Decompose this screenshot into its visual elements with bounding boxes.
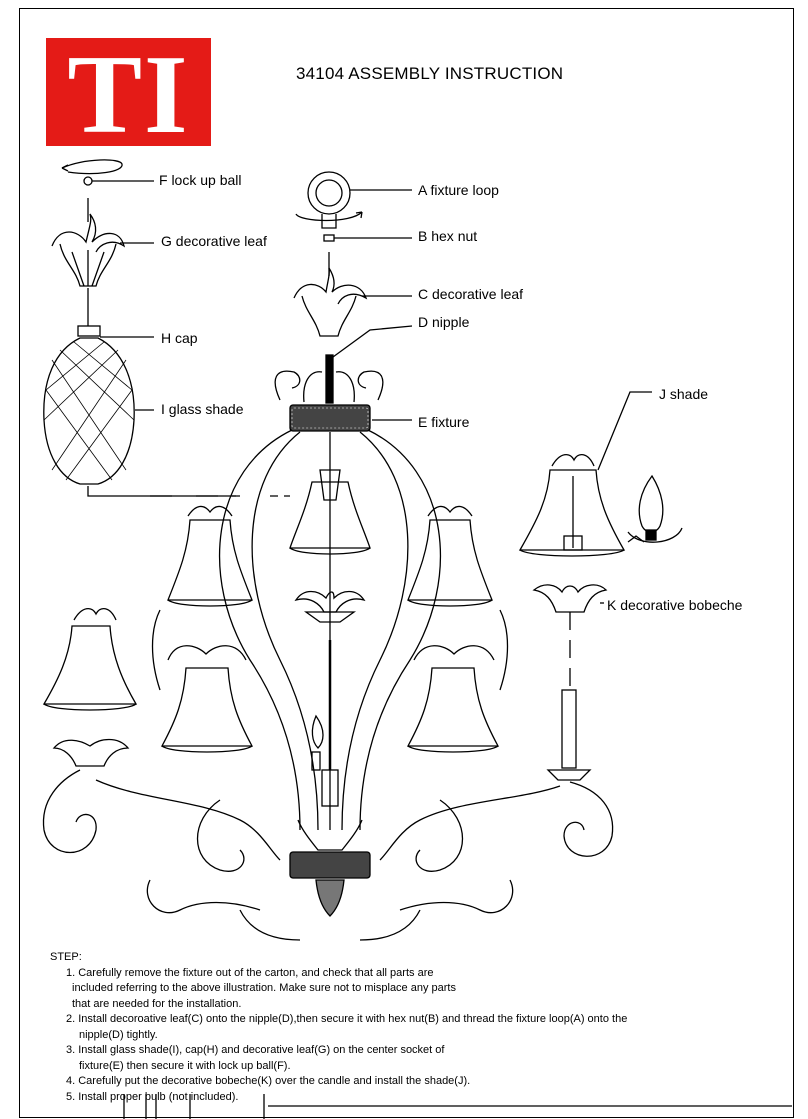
lock-up-ball-part bbox=[61, 159, 154, 186]
center-decorative-leaf bbox=[294, 590, 366, 623]
step-line: 4. Carefully put the decorative bobeche(… bbox=[66, 1075, 471, 1087]
brand-logo: TI bbox=[46, 38, 211, 151]
label-i-glass-shade: I glass shade bbox=[161, 401, 244, 417]
center-candle bbox=[311, 640, 339, 807]
left-lower-shade bbox=[160, 645, 254, 753]
label-d-nipple: D nipple bbox=[418, 314, 470, 330]
chandelier-frame-curves bbox=[218, 429, 442, 831]
center-shade bbox=[289, 481, 371, 555]
label-e-fixture: E fixture bbox=[418, 414, 470, 430]
step-line: 3. Install glass shade(I), cap(H) and de… bbox=[66, 1044, 445, 1056]
step-line: that are needed for the installation. bbox=[72, 997, 242, 1010]
lower-body bbox=[289, 819, 371, 917]
fixture-loop-a-part bbox=[295, 171, 412, 229]
assembly-steps: STEP: 1. Carefully remove the fixture ou… bbox=[50, 950, 750, 1105]
nipple-d-part bbox=[274, 325, 413, 404]
left-upper-shade bbox=[151, 505, 253, 691]
bulb-part bbox=[627, 474, 683, 543]
step-line: included referring to the above illustra… bbox=[72, 982, 456, 994]
hex-nut-b-part bbox=[323, 234, 412, 242]
step-line: 5. Install proper bulb (not included). bbox=[66, 1090, 239, 1103]
label-k-decorative-bobeche: K decorative bobeche bbox=[607, 597, 743, 613]
lower-scrolls bbox=[146, 799, 514, 941]
step-line: fixture(E) then secure it with lock up b… bbox=[79, 1059, 291, 1072]
label-c-decorative-leaf: C decorative leaf bbox=[418, 286, 524, 302]
glass-shade-i-part bbox=[43, 288, 240, 497]
logo-text: TI bbox=[67, 33, 190, 157]
step-line: nipple(D) tightly. bbox=[79, 1028, 158, 1041]
decorative-leaf-g-part bbox=[51, 198, 154, 287]
right-upper-shade bbox=[407, 505, 509, 691]
right-candle-arm bbox=[379, 689, 614, 861]
label-b-hex-nut: B hex nut bbox=[418, 228, 478, 244]
page-title: 34104 ASSEMBLY INSTRUCTION bbox=[296, 64, 564, 83]
page-frame bbox=[19, 8, 794, 1118]
label-j-shade: J shade bbox=[659, 386, 709, 402]
fixture-e-band bbox=[289, 404, 412, 432]
label-a-fixture-loop: A fixture loop bbox=[418, 182, 499, 198]
step-line: 2. Install decoroative leaf(C) onto the … bbox=[66, 1013, 628, 1025]
label-f-lock-up-ball: F lock up ball bbox=[159, 172, 242, 188]
far-left-shade bbox=[42, 608, 281, 861]
decorative-leaf-c-part bbox=[293, 252, 412, 337]
label-g-decorative-leaf: G decorative leaf bbox=[161, 233, 267, 249]
label-h-cap: H cap bbox=[161, 330, 198, 346]
bobeche-k-part bbox=[532, 584, 608, 686]
step-line: 1. Carefully remove the fixture out of t… bbox=[66, 966, 434, 979]
bottom-marker-lines bbox=[123, 1094, 792, 1119]
shade-j-part bbox=[518, 391, 652, 557]
right-lower-shade bbox=[406, 645, 500, 753]
steps-heading: STEP: bbox=[50, 951, 82, 963]
